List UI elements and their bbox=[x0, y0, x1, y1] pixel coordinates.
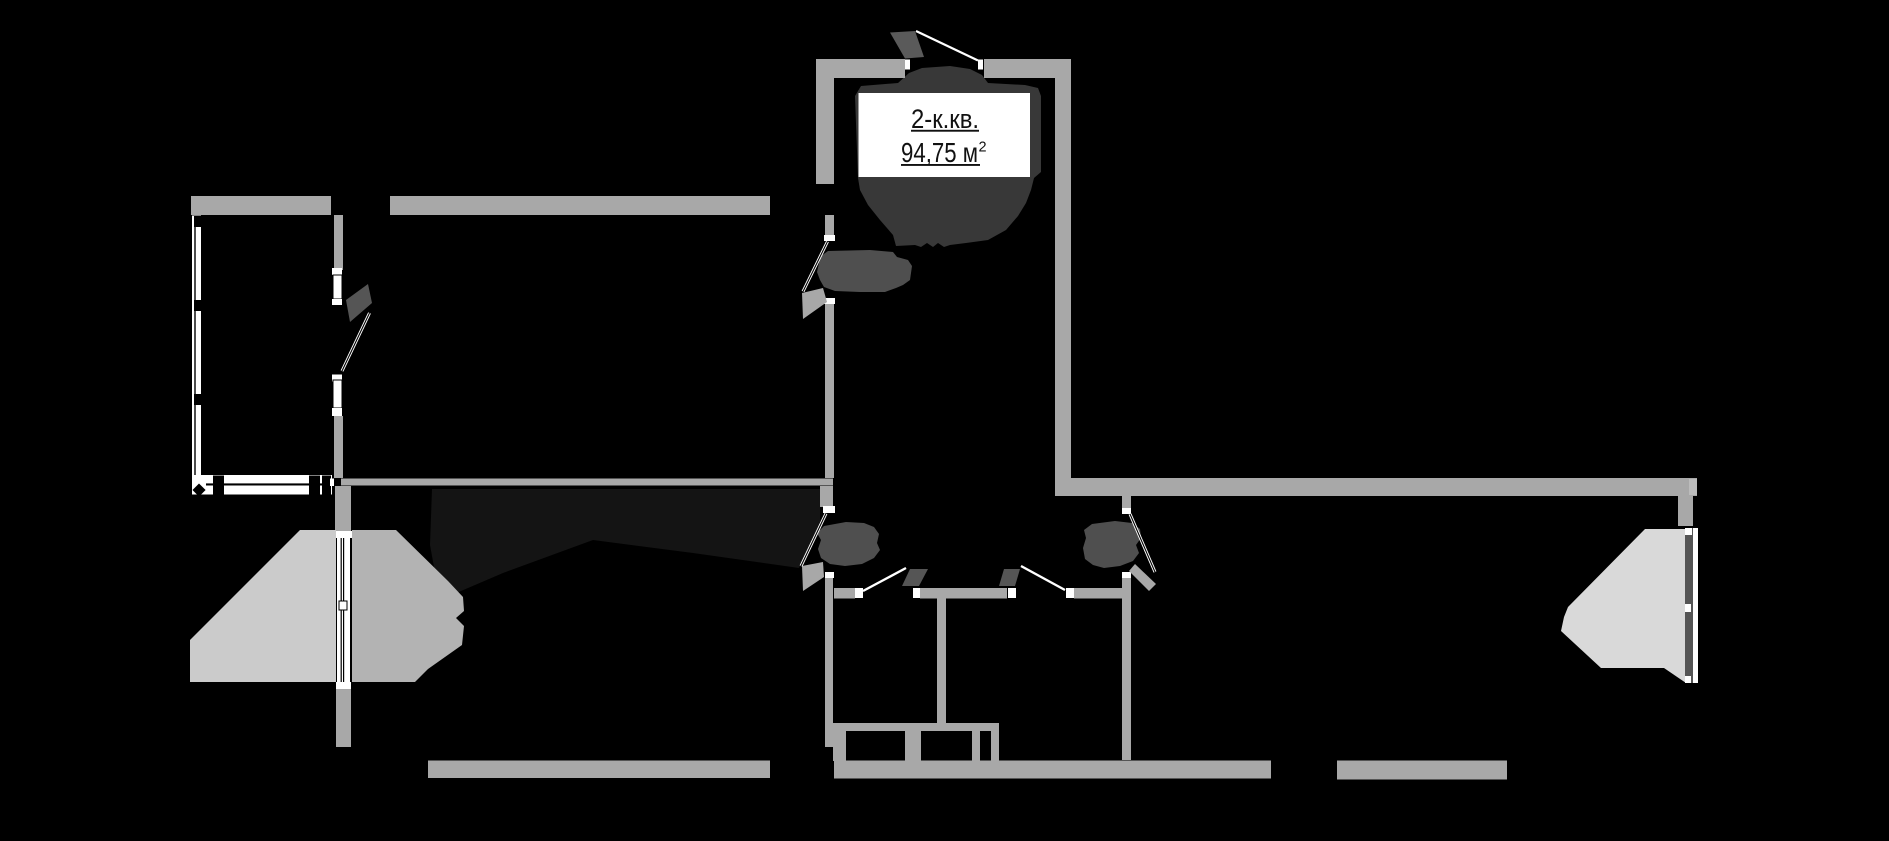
svg-text:2: 2 bbox=[979, 139, 987, 155]
svg-text:2-к.кв.: 2-к.кв. bbox=[911, 104, 979, 134]
svg-text:94,75 м: 94,75 м bbox=[901, 137, 978, 168]
